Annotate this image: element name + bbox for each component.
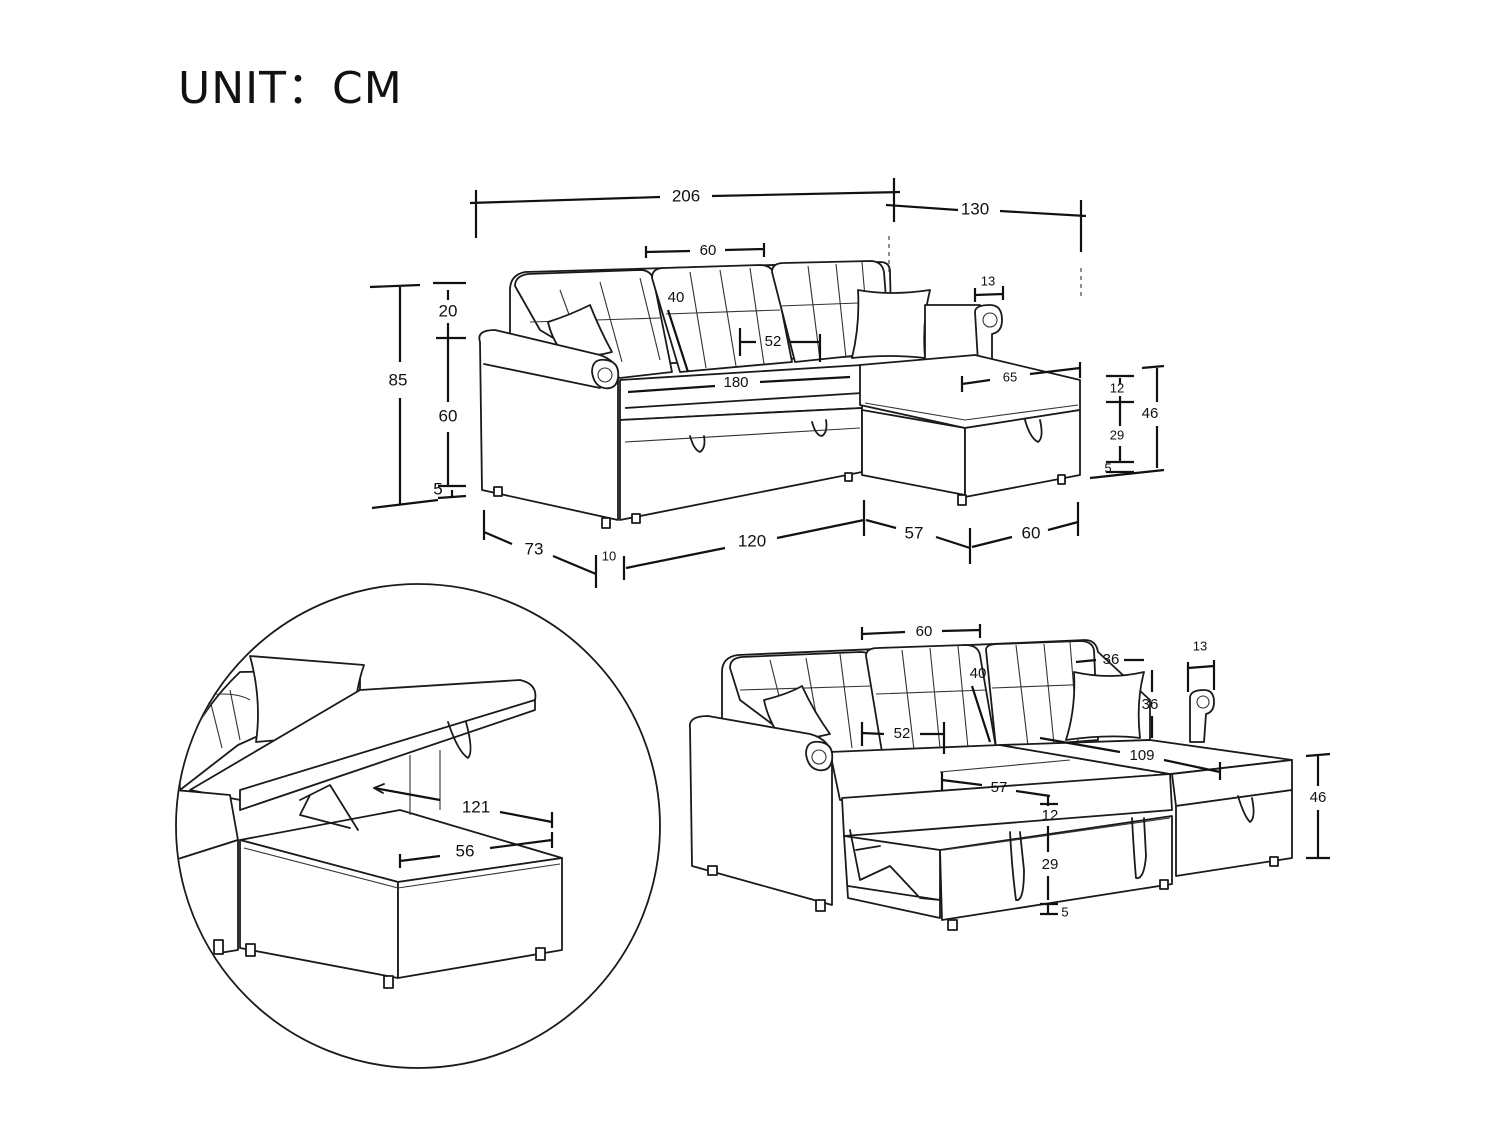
dim-base-length: 120 bbox=[738, 531, 766, 550]
dim-chaise-total-height: 46 bbox=[1142, 405, 1159, 422]
bed-dim-bed-length: 109 bbox=[1129, 747, 1154, 764]
dim-chaise-seat: 65 bbox=[1003, 369, 1017, 384]
dim-chaise-width: 130 bbox=[961, 199, 989, 218]
sofa-bed-view bbox=[688, 639, 1293, 931]
dim-depth: 73 bbox=[525, 539, 544, 558]
dim-storage-length: 121 bbox=[462, 797, 490, 816]
bed-dim-chaise-height: 46 bbox=[1310, 789, 1327, 806]
dim-storage-width: 56 bbox=[456, 841, 475, 860]
dim-seat-height: 60 bbox=[439, 406, 458, 425]
bed-dim-mattress: 12 bbox=[1042, 807, 1059, 824]
bed-dim-seat-depth: 52 bbox=[894, 725, 911, 742]
storage-detail-view: 121 56 bbox=[175, 583, 661, 1069]
unit-title: UNIT：CM bbox=[178, 63, 403, 114]
top-view-dimensions: 206 130 60 40 52 180 13 65 85 20 60 5 bbox=[369, 178, 1165, 588]
bed-dim-cushion-width: 60 bbox=[916, 623, 933, 640]
dim-chaise-front: 60 bbox=[1022, 523, 1041, 542]
dim-chaise-depth: 57 bbox=[905, 523, 924, 542]
dim-back-top: 20 bbox=[439, 301, 458, 320]
bed-view-dimensions: 60 40 36 36 13 52 109 57 12 29 5 46 bbox=[860, 623, 1331, 919]
dim-chaise-leg: 5 bbox=[1104, 460, 1111, 475]
dim-seat-width: 180 bbox=[723, 374, 748, 391]
dim-chaise-base: 29 bbox=[1110, 427, 1124, 442]
bed-dim-pillow-width: 36 bbox=[1103, 651, 1120, 668]
dim-arm-width: 13 bbox=[981, 273, 995, 288]
dim-leg-inset: 10 bbox=[602, 548, 616, 563]
dim-back-height: 40 bbox=[668, 289, 685, 306]
bed-dim-pillow-height: 36 bbox=[1142, 696, 1159, 713]
bed-dim-leg: 5 bbox=[1061, 904, 1068, 919]
dim-total-height: 85 bbox=[389, 370, 408, 389]
dim-overall-width: 206 bbox=[672, 186, 700, 205]
dim-cushion-width: 60 bbox=[700, 242, 717, 259]
dim-chaise-cushion: 12 bbox=[1110, 380, 1124, 395]
bed-dim-back-height: 40 bbox=[970, 665, 987, 682]
bed-dim-base: 29 bbox=[1042, 856, 1059, 873]
dim-seat-depth: 52 bbox=[765, 333, 782, 350]
bed-dim-arm-width: 13 bbox=[1193, 638, 1207, 653]
sofa-top-view bbox=[478, 260, 1081, 529]
bed-dim-bed-width: 57 bbox=[991, 779, 1008, 796]
dim-leg-height: 5 bbox=[433, 479, 442, 498]
